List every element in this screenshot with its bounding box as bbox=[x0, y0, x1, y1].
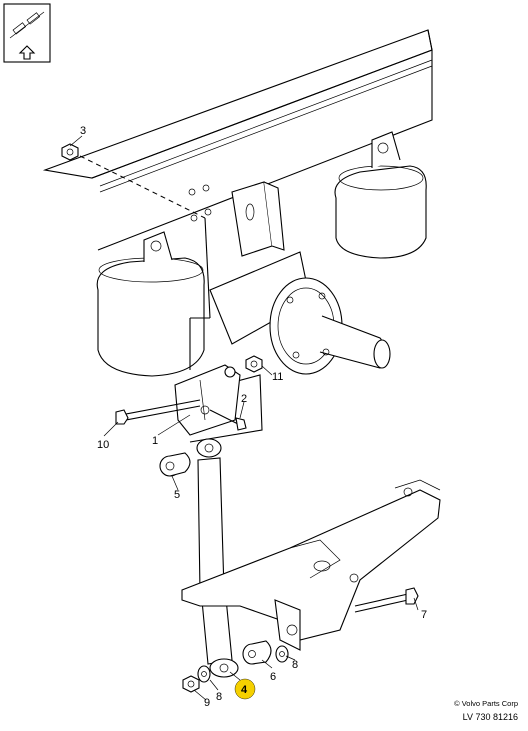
orientation-arrow-icon bbox=[3, 3, 51, 63]
bushing-6 bbox=[242, 640, 272, 665]
drawing-reference: LV 730 81216 bbox=[463, 712, 518, 722]
callout-3: 3 bbox=[80, 125, 86, 137]
callout-7: 7 bbox=[421, 609, 427, 621]
callout-9: 9 bbox=[204, 697, 210, 709]
callout-8-right: 8 bbox=[292, 659, 298, 671]
axle-bracket-lower bbox=[181, 479, 441, 651]
shock-bracket bbox=[174, 364, 241, 436]
center-bracket bbox=[231, 181, 285, 257]
callout-6: 6 bbox=[270, 671, 276, 683]
nut-3 bbox=[61, 143, 79, 161]
air-bellow-left bbox=[96, 231, 205, 377]
copyright-text: © Volvo Parts Corp bbox=[454, 699, 518, 708]
axle-hub bbox=[209, 251, 391, 375]
washer-8-right bbox=[275, 645, 289, 663]
shock-absorber bbox=[196, 438, 239, 678]
callout-11: 11 bbox=[272, 371, 283, 383]
callout-5: 5 bbox=[174, 489, 180, 501]
bolt-2 bbox=[209, 409, 247, 431]
frame-rail bbox=[42, 29, 433, 251]
callout-1: 1 bbox=[152, 435, 158, 447]
callout-10: 10 bbox=[97, 439, 109, 451]
air-bellow-right bbox=[334, 131, 427, 259]
callout-8-left: 8 bbox=[216, 691, 222, 703]
callout-2: 2 bbox=[241, 393, 247, 405]
bolt-7 bbox=[354, 587, 419, 613]
nut-9 bbox=[182, 675, 200, 693]
callout-4: 4 bbox=[241, 684, 248, 696]
callout-4-highlight bbox=[234, 678, 256, 700]
bolt-10 bbox=[115, 399, 201, 425]
callout-leaders bbox=[69, 135, 419, 701]
nut-11 bbox=[245, 355, 263, 373]
washer-8-left bbox=[197, 665, 211, 683]
bushing-5 bbox=[159, 452, 191, 477]
